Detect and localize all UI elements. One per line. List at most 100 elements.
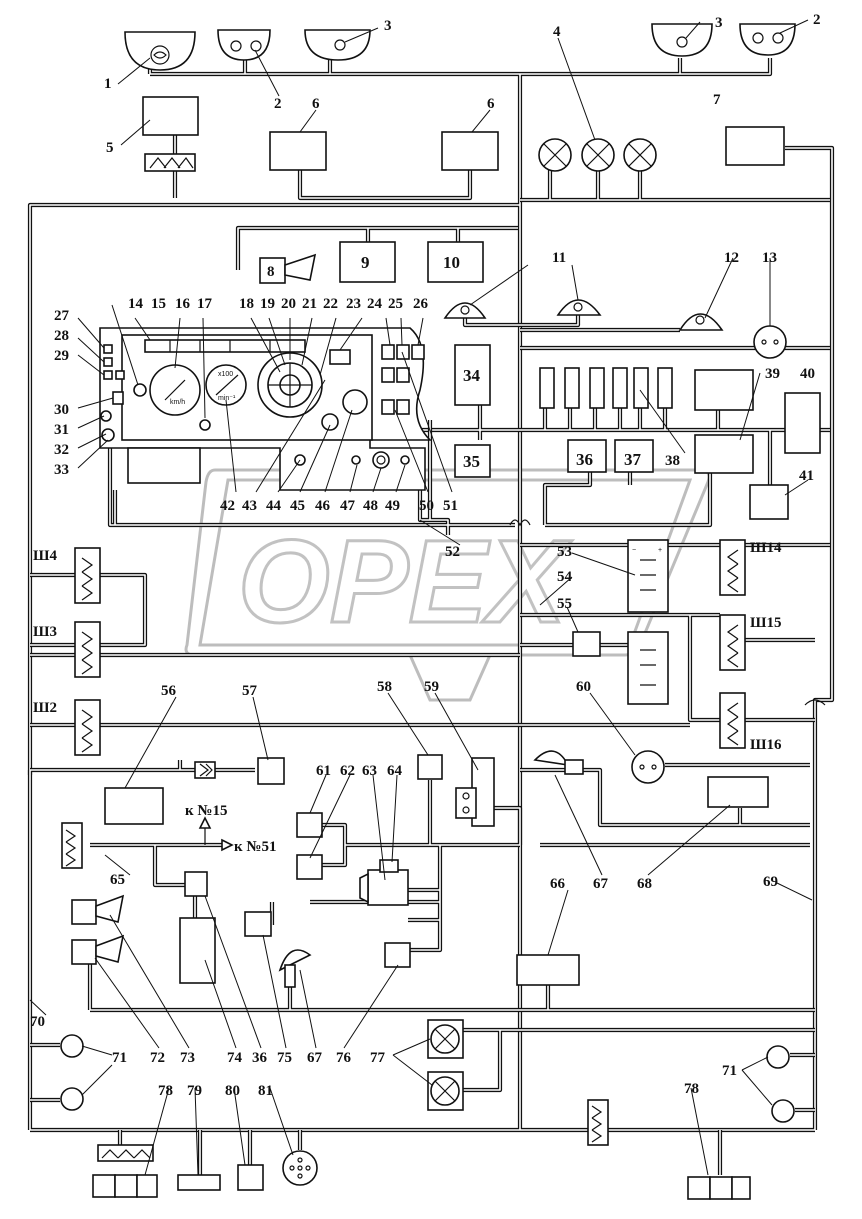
unit-74-top [184, 871, 208, 897]
fuse-block-bottom-right [587, 1099, 609, 1146]
label-33: 33 [54, 462, 69, 478]
battery-minus: − [632, 547, 636, 554]
speedometer-unit: km/h [170, 399, 185, 406]
lamp-12 [678, 313, 724, 331]
battery-53b [627, 631, 669, 705]
label-64: 64 [387, 763, 403, 779]
label-19: 19 [260, 296, 275, 312]
label-6b: 6 [487, 96, 495, 112]
label-29: 29 [54, 348, 69, 364]
sidelamp-2 [217, 29, 271, 61]
label-62: 62 [340, 763, 355, 779]
connector-sh3 [74, 621, 101, 678]
label-30: 30 [54, 402, 69, 418]
label-49: 49 [385, 498, 400, 514]
lamp-4b [581, 138, 615, 172]
connector-sh2 [74, 699, 101, 756]
relay-row-38 [539, 367, 673, 409]
unit-58 [417, 754, 443, 780]
unit-6b [441, 131, 499, 171]
lamp-77a [427, 1019, 464, 1059]
label-28: 28 [54, 328, 69, 344]
connector-sh4 [74, 547, 101, 604]
label-7: 7 [713, 92, 721, 108]
unit-10 [427, 241, 484, 283]
label-11: 11 [552, 250, 566, 266]
link-to-15: к №15 [185, 803, 227, 819]
label-31: 31 [54, 422, 69, 438]
socket-60 [631, 750, 665, 784]
label-72: 72 [150, 1050, 165, 1066]
label-80: 80 [225, 1083, 240, 1099]
connector-78-right [687, 1176, 751, 1200]
sidelamp-2b [739, 23, 796, 56]
label-68: 68 [637, 876, 652, 892]
connector-sh14 [719, 539, 746, 596]
label-12: 12 [724, 250, 739, 266]
label-3b: 3 [715, 15, 723, 31]
link-to-51: к №51 [234, 839, 276, 855]
wire-harness [27, 58, 835, 1175]
label-59: 59 [424, 679, 439, 695]
label-36: 36 [576, 450, 593, 469]
horn-73 [71, 894, 125, 925]
watermark-text: OPEX [238, 516, 572, 648]
label-77: 77 [370, 1050, 386, 1066]
unit-66 [516, 954, 580, 986]
label-74: 74 [227, 1050, 243, 1066]
unit-36 [567, 439, 607, 473]
horn-8 [259, 253, 317, 284]
label-sh16: Ш16 [750, 737, 782, 753]
headlamp-1 [124, 31, 196, 71]
unit-68 [707, 776, 769, 808]
label-53: 53 [557, 544, 572, 560]
watermark: OPEX [184, 468, 711, 702]
label-56: 56 [161, 683, 177, 699]
unit-62 [296, 854, 323, 880]
label-34: 34 [463, 366, 481, 385]
switch-block [381, 344, 425, 415]
label-17: 17 [197, 296, 213, 312]
label-40: 40 [800, 366, 815, 382]
lamp-71b [60, 1087, 84, 1111]
label-4: 4 [553, 24, 561, 40]
label-51: 51 [443, 498, 458, 514]
unit-9 [339, 241, 396, 283]
label-75: 75 [277, 1050, 292, 1066]
lamp-11a [443, 302, 487, 319]
label-sh4: Ш4 [33, 548, 57, 564]
label-15: 15 [151, 296, 166, 312]
motor-63 [359, 859, 409, 906]
lamp-71d [771, 1099, 795, 1123]
label-70: 70 [30, 1014, 45, 1030]
worklamp-3 [304, 29, 371, 61]
lamp-4a [538, 138, 572, 172]
label-67a: 67 [593, 876, 609, 892]
label-65: 65 [110, 872, 125, 888]
unit-79 [177, 1174, 221, 1191]
lamp-67a [533, 750, 584, 775]
label-42: 42 [220, 498, 235, 514]
unit-34 [454, 344, 491, 406]
fuse-block-5 [144, 153, 196, 172]
lamp-71a [60, 1034, 84, 1058]
dashboard: km/h x100 min⁻¹ [99, 327, 432, 491]
label-39: 39 [765, 366, 780, 382]
label-66: 66 [550, 876, 566, 892]
components: km/h x100 min⁻¹ [60, 23, 821, 1200]
battery-plus: + [658, 547, 662, 554]
unit-80 [237, 1164, 264, 1191]
label-1: 1 [104, 76, 112, 92]
arrow-to-51 [221, 838, 234, 852]
label-44: 44 [266, 498, 282, 514]
label-5: 5 [106, 140, 114, 156]
tachometer-scale: x100 [218, 371, 233, 378]
label-45: 45 [290, 498, 305, 514]
label-41: 41 [799, 468, 814, 484]
unit-7 [725, 126, 785, 166]
lamp-67b [278, 949, 312, 988]
label-71a: 71 [112, 1050, 127, 1066]
label-73: 73 [180, 1050, 195, 1066]
